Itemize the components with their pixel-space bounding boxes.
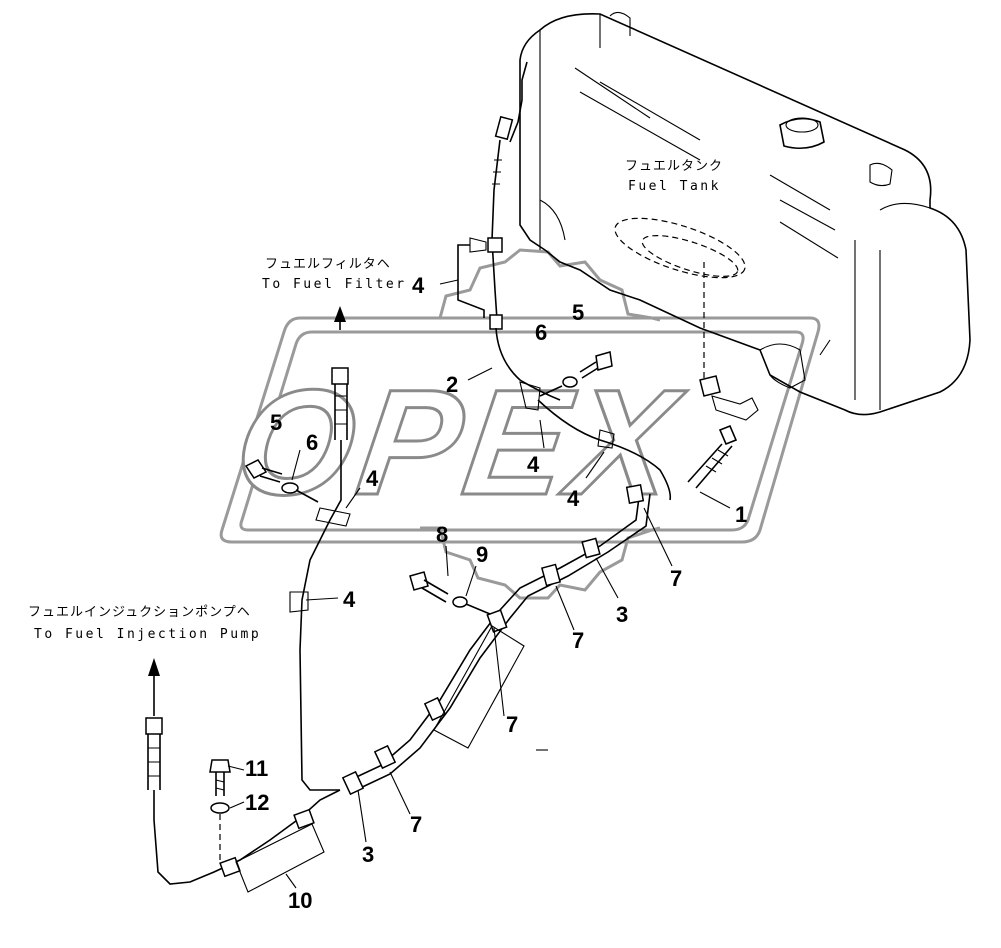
injection-pump-label-en: To Fuel Injection Pump (34, 627, 261, 642)
injection-pump-label-jp: フュエルインジュクションポンプヘ (28, 605, 251, 620)
fuel-filter-label-jp: フュエルフィルタヘ (265, 257, 391, 272)
bolt-washer-right (539, 351, 613, 397)
callout-7d: 7 (410, 812, 422, 837)
callout-4a: 4 (412, 273, 425, 298)
callout-3a: 3 (616, 602, 628, 627)
callout-3b: 3 (362, 842, 374, 867)
callout-7c: 7 (506, 712, 518, 737)
callout-11: 11 (245, 756, 268, 781)
fuel-tank: フュエルタンク Fuel Tank (519, 11, 971, 416)
to-fuel-filter: フュエルフィルタヘ To Fuel Filter (262, 257, 407, 330)
callout-9: 9 (476, 542, 488, 567)
callout-2: 2 (446, 372, 458, 397)
fuel-tank-label-jp: フュエルタンク (625, 159, 723, 174)
arrow-up-icon (148, 658, 160, 676)
bolt-8-washer-9 (409, 571, 491, 615)
callout-1: 1 (735, 502, 747, 527)
hose-guard-10 (235, 823, 325, 893)
callout-4b: 4 (527, 452, 540, 477)
callout-12: 12 (245, 790, 269, 815)
callout-7b: 7 (572, 628, 584, 653)
hose-1 (687, 375, 759, 489)
supply-hose-left (289, 367, 351, 791)
fuel-filter-label-en: To Fuel Filter (262, 277, 407, 292)
callout-5a: 5 (572, 300, 584, 325)
pipe-guard (433, 625, 525, 749)
fuel-tank-label-en: Fuel Tank (628, 179, 721, 194)
watermark-frame-outer (219, 316, 821, 544)
to-fuel-injection-pump: フュエルインジュクションポンプヘ To Fuel Injection Pump (28, 605, 261, 716)
watermark-text: OPEX (226, 359, 693, 526)
callout-6b: 6 (306, 430, 318, 455)
bolt-washer-left (244, 459, 319, 503)
callout-4e: 4 (343, 587, 356, 612)
callout-8: 8 (436, 522, 448, 547)
hose-10 (145, 717, 341, 893)
opex-watermark: OPEX (219, 248, 821, 600)
clamp-4-bracket (457, 244, 485, 318)
callouts: 1 2 3 3 4 4 4 4 4 5 5 6 6 7 7 7 7 8 9 10… (245, 273, 747, 913)
callout-7a: 7 (670, 566, 682, 591)
fuel-tank-outline (519, 13, 971, 416)
callout-6a: 6 (535, 320, 547, 345)
callout-10: 10 (288, 888, 312, 913)
callout-4d: 4 (366, 466, 379, 491)
callout-5b: 5 (270, 410, 282, 435)
pipe-7 (341, 484, 651, 796)
bolt-11-washer-12 (209, 759, 231, 860)
callout-4c: 4 (567, 486, 580, 511)
arrow-up-icon (334, 306, 346, 322)
tank-inspection-cover (614, 217, 746, 279)
return-hose (487, 61, 561, 401)
leader-lines (227, 279, 731, 889)
watermark-frame-inner (239, 330, 805, 532)
